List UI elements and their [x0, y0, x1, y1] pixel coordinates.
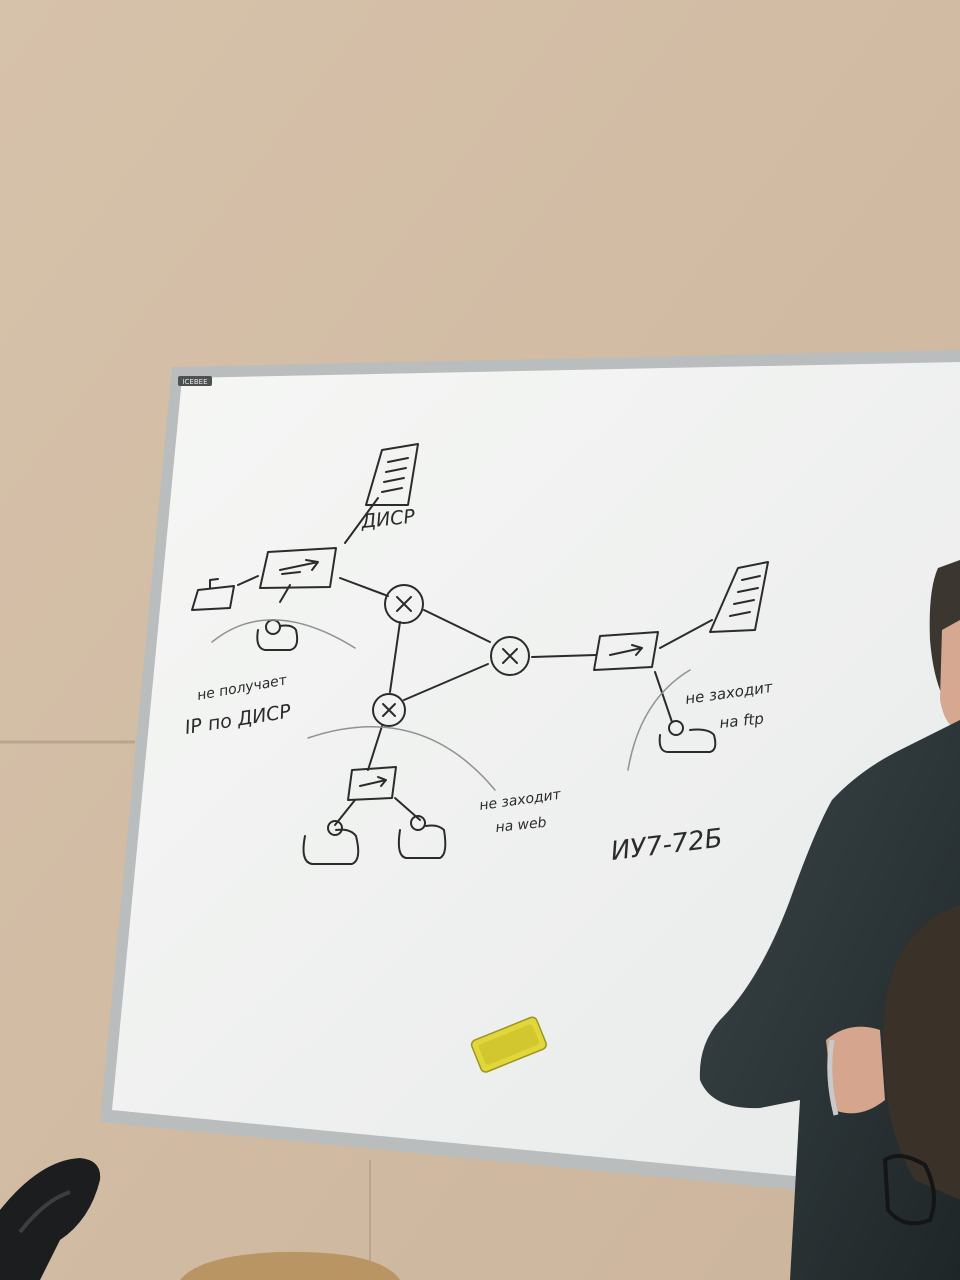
link — [367, 725, 383, 771]
router-icon — [372, 693, 406, 727]
link — [654, 671, 673, 723]
dhcp-server-icon — [365, 443, 419, 506]
presenter-bracelet — [827, 1039, 839, 1116]
segment-arc — [307, 726, 496, 791]
switch-icon — [347, 766, 397, 801]
eraser — [470, 1016, 547, 1073]
board-brand-plate — [178, 376, 212, 386]
link — [659, 619, 713, 649]
presenter-face — [940, 620, 960, 730]
ftp-server-icon — [709, 561, 769, 633]
person-foreground — [882, 905, 960, 1226]
link — [389, 621, 401, 693]
user-computer-icon — [302, 820, 360, 865]
foreground-hair — [882, 905, 960, 1200]
person-presenter — [699, 560, 960, 1280]
link — [423, 609, 491, 643]
link — [531, 654, 597, 658]
link — [237, 575, 259, 586]
link — [339, 577, 389, 597]
switch-icon — [259, 547, 337, 589]
router-icon — [490, 636, 530, 676]
bag — [0, 1158, 101, 1280]
presenter-hand — [826, 1026, 885, 1114]
router-icon — [384, 584, 424, 624]
glasses-icon — [882, 1154, 936, 1226]
user-computer-icon — [397, 815, 447, 859]
note-no-web-line2: на web — [495, 815, 548, 836]
link — [403, 663, 489, 701]
segment-arc — [211, 619, 356, 649]
presenter-jacket — [699, 720, 960, 1280]
whiteboard-surface — [112, 362, 960, 1192]
chair — [180, 1251, 400, 1280]
segment-arc — [627, 669, 691, 771]
note-no-ftp-line2: на ftp — [719, 709, 765, 732]
user-computer-icon — [658, 720, 717, 753]
switch-icon — [593, 631, 659, 671]
board-brand: ICEBEE — [182, 378, 207, 386]
computer-icon — [191, 578, 235, 611]
network-diagram — [191, 443, 769, 865]
